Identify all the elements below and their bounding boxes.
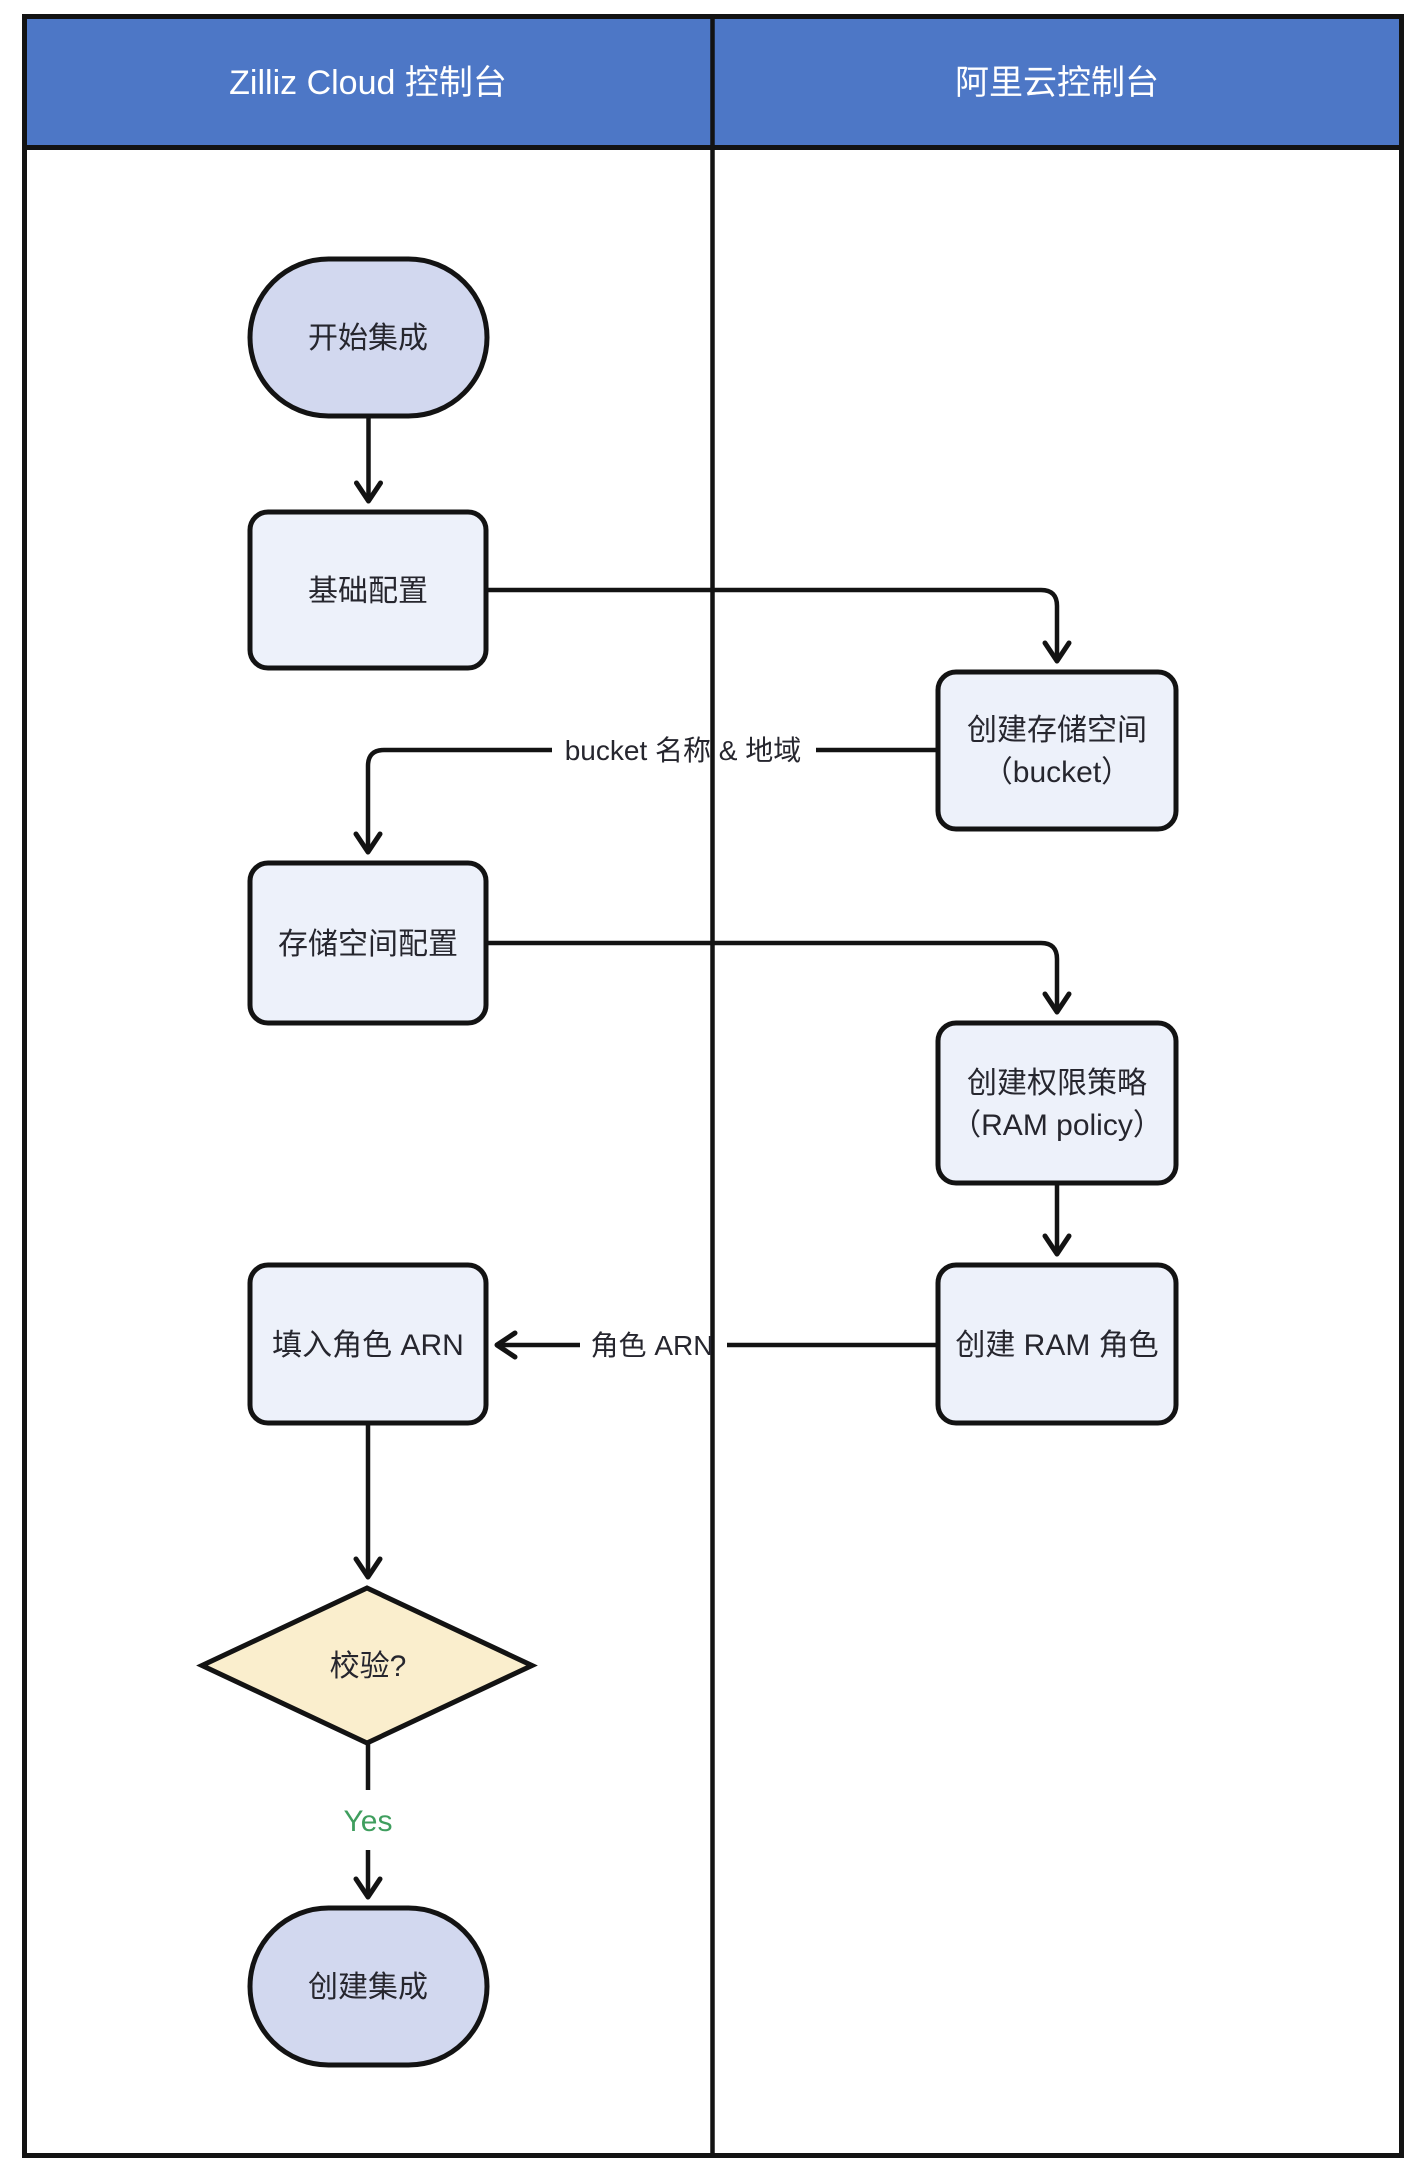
node-start-integration [247,256,490,419]
node-create-ram-policy [935,1020,1179,1186]
edge-label-yes: Yes [344,1805,393,1838]
node-create-bucket-label-line1: 创建存储空间 [967,714,1147,747]
edge-create-bucket-to-storage-config-left [353,747,552,855]
edge-label-bucket-name-region: bucket 名称 & 地域 [565,735,802,766]
node-fill-role-arn [247,1262,489,1426]
node-storage-config [247,860,489,1026]
node-create-ram-policy-label-line2: （RAM policy） [951,1109,1163,1142]
lane-title-aliyun: 阿里云控制台 [955,64,1159,102]
node-create-integration [247,1905,490,2068]
edge-storage-config-to-create-policy [486,940,1072,1015]
node-create-integration-label: 创建集成 [308,1971,428,2004]
node-create-bucket-label-line2: （bucket） [983,756,1131,789]
node-validate-decision [196,1585,538,1746]
edge-label-role-arn: 角色 ARN [591,1330,714,1361]
node-storage-config-label: 存储空间配置 [278,928,458,961]
node-basic-config [247,509,489,671]
node-create-ram-role [935,1262,1179,1426]
edge-basic-config-to-create-bucket [486,587,1072,664]
lane-title-zilliz-cloud: Zilliz Cloud 控制台 [229,64,507,102]
node-fill-role-arn-label: 填入角色 ARN [272,1329,464,1362]
node-create-bucket [935,669,1179,832]
node-start-integration-label: 开始集成 [308,322,428,355]
node-validate-decision-label: 校验? [330,1650,407,1683]
node-create-ram-policy-label-line1: 创建权限策略 [967,1067,1147,1100]
node-create-ram-role-label: 创建 RAM 角色 [955,1329,1158,1362]
node-basic-config-label: 基础配置 [308,575,428,608]
